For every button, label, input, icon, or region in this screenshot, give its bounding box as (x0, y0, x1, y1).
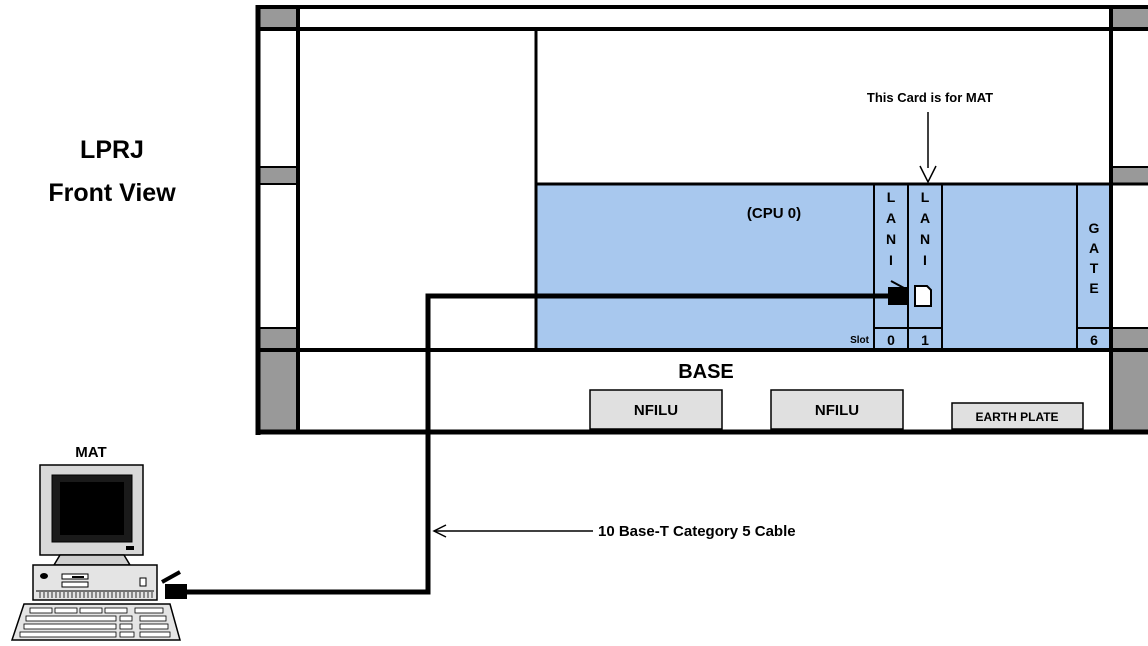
card-1-letter-2: A (920, 210, 930, 226)
earth-plate-label: EARTH PLATE (975, 410, 1058, 424)
title-line-2: Front View (48, 179, 176, 207)
card-6-letter-1: G (1089, 220, 1100, 236)
lani-card-1: L A N I 1 (914, 189, 932, 348)
rail-left-top (258, 7, 298, 29)
cable-plug-cabinet (888, 287, 907, 305)
slot-number-1: 1 (921, 332, 929, 348)
mat-label: MAT (75, 444, 106, 461)
card-1-letter-1: L (921, 189, 930, 205)
slot-number-0: 0 (887, 332, 895, 348)
card-0-letter-2: A (886, 210, 896, 226)
card-6-letter-3: T (1090, 260, 1099, 276)
card-6-letter-2: A (1089, 240, 1099, 256)
nfilu-label-1: NFILU (634, 402, 678, 419)
card-0-letter-3: N (886, 231, 896, 247)
rail-left-lower (258, 328, 298, 350)
slot-number-6: 6 (1090, 332, 1098, 348)
annotation-arrow-head (919, 165, 937, 184)
slot-label: Slot (850, 335, 870, 346)
rail-right-mid (1111, 167, 1148, 184)
title-line-1: LPRJ (80, 136, 144, 164)
cabinet-frame (255, 5, 1148, 435)
earth-plate (951, 402, 1084, 430)
cpu-label: (CPU 0) (747, 205, 801, 222)
nfilu-unit-1 (589, 389, 723, 430)
card-1-letter-3: N (920, 231, 930, 247)
rail-left-base (258, 350, 298, 432)
base-label: BASE (678, 361, 734, 383)
lani-card-0: L A N I 0 (886, 189, 896, 348)
rail-right-lower (1111, 328, 1148, 350)
cable-plug-computer (165, 584, 187, 599)
nfilu-unit-2 (770, 389, 904, 430)
rail-right-top (1111, 7, 1148, 29)
card-0-letter-1: L (887, 189, 896, 205)
rail-right-base (1111, 350, 1148, 432)
lan-cable (185, 293, 891, 595)
monitor-screen-inner (60, 482, 124, 535)
card-6-letter-4: E (1089, 280, 1098, 296)
rail-left-mid (258, 167, 298, 184)
nfilu-label-2: NFILU (815, 402, 859, 419)
card-0-letter-4: I (889, 252, 893, 268)
card-1-letter-4: I (923, 252, 927, 268)
cable-label-arrow-head (432, 524, 447, 538)
cpu-shelf (536, 184, 1111, 350)
cable-label: 10 Base-T Category 5 Cable (598, 523, 796, 540)
mat-card-annotation: This Card is for MAT (867, 90, 993, 105)
computer-icon (10, 464, 187, 641)
gate-card-6: G A T E 6 (1089, 220, 1100, 348)
plug-latch-icon (890, 280, 905, 289)
lan-port-icon (914, 285, 932, 307)
